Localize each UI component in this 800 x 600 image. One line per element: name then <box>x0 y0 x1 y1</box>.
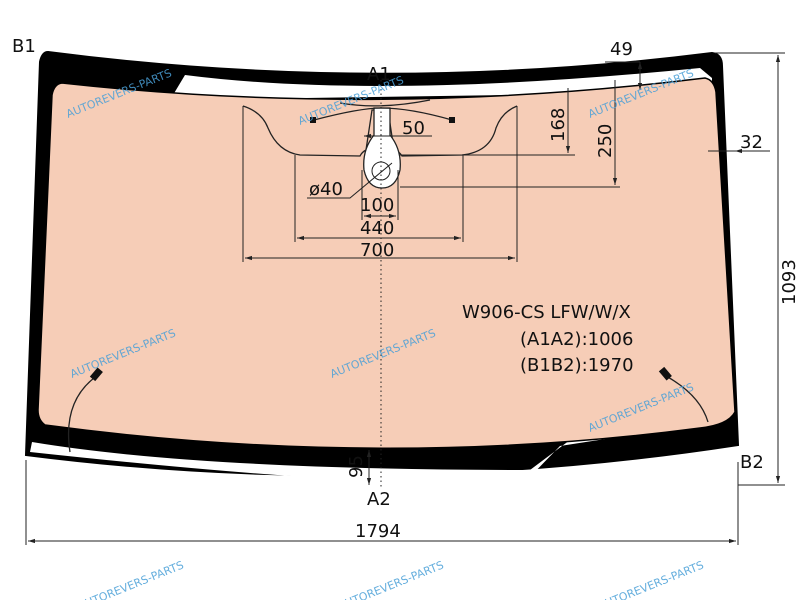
label-a1: A1 <box>367 64 391 85</box>
dim-440: 440 <box>360 218 394 239</box>
heater-connector-left <box>89 367 103 382</box>
dim-168: 168 <box>548 108 569 142</box>
label-b2: B2 <box>740 452 764 473</box>
svg-text:AUTOREVERS-PARTS: AUTOREVERS-PARTS <box>76 559 185 600</box>
spec-model: W906-CS LFW/W/X <box>462 302 631 323</box>
heater-wire-left <box>67 374 99 453</box>
dim-100: 100 <box>360 195 394 216</box>
heater-wire-right <box>665 375 709 423</box>
dim-700: 700 <box>360 240 394 261</box>
spec-a1a2: (A1A2):1006 <box>520 329 633 350</box>
dim-50: 50 <box>402 118 425 139</box>
dim-hole: ø40 <box>309 179 343 200</box>
dim-1794: 1794 <box>355 521 401 542</box>
label-b1: B1 <box>12 36 36 57</box>
svg-text:AUTOREVERS-PARTS: AUTOREVERS-PARTS <box>336 559 445 600</box>
spec-b1b2: (B1B2):1970 <box>520 355 634 376</box>
svg-text:AUTOREVERS-PARTS: AUTOREVERS-PARTS <box>596 559 705 600</box>
tinted-area <box>37 77 736 449</box>
connector-left <box>310 117 316 123</box>
connector-right <box>449 117 455 123</box>
label-a2: A2 <box>367 489 391 510</box>
dimension-lines <box>25 52 785 545</box>
dim-1093: 1093 <box>779 259 800 305</box>
dim-95: 95 <box>346 455 367 478</box>
dim-49: 49 <box>610 39 633 60</box>
dim-32: 32 <box>740 132 763 153</box>
dim-250: 250 <box>595 124 616 158</box>
heater-connector-right <box>658 366 672 381</box>
